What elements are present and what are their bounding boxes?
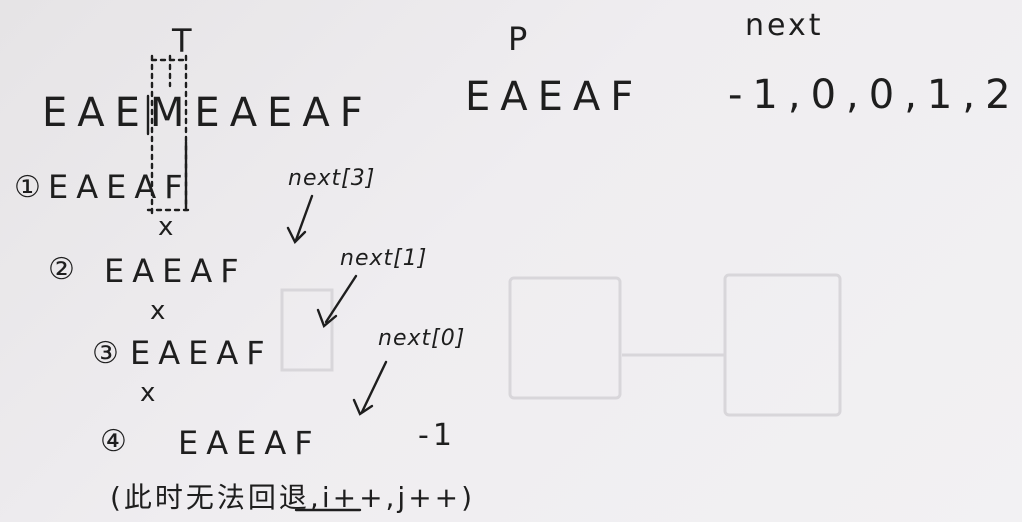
step-1-marker: ① xyxy=(14,170,45,205)
step-2-marker: ② xyxy=(48,252,79,287)
text-string-label: T xyxy=(172,22,200,60)
pattern-label: P xyxy=(508,20,536,58)
step-1-arrow-shaft xyxy=(294,194,314,242)
alignment-dashed-box xyxy=(146,54,190,216)
step-4-marker: ④ xyxy=(100,424,131,459)
faint-box-right xyxy=(723,273,842,417)
step-3-pointer: next[0] xyxy=(378,326,466,351)
faint-box-left xyxy=(508,276,622,400)
step-3-arrow-head xyxy=(352,398,374,416)
step-3-arrow-shaft xyxy=(360,360,388,414)
step-2-arrow-head xyxy=(316,308,338,329)
step-1-mismatch: x xyxy=(158,212,178,242)
explanation-note: (此时无法回退,i++,j++) xyxy=(110,481,476,514)
step-1-pointer: next[3] xyxy=(288,166,376,191)
step-1-arrow-head xyxy=(286,226,307,245)
step-2-pointer: next[1] xyxy=(340,246,428,271)
step-3-pattern: EAEAF xyxy=(130,334,273,372)
faint-box-small xyxy=(280,288,334,372)
step-1-pattern: EAEAF xyxy=(48,168,191,206)
main-text-string: EAEMEAEAF xyxy=(42,90,373,136)
next-array-label: next xyxy=(745,8,824,43)
step-4-pointer: -1 xyxy=(418,418,456,453)
pattern-string: EAEAF xyxy=(465,74,644,120)
step-2-pattern: EAEAF xyxy=(104,252,247,290)
step-2-arrow-shaft xyxy=(324,274,358,324)
next-array-values: -1,0,0,1,2 xyxy=(728,72,1021,118)
step-3-mismatch: x xyxy=(140,378,160,408)
step-3-marker: ③ xyxy=(92,336,123,371)
step-2-mismatch: x xyxy=(150,296,170,326)
step-4-pattern: EAEAF xyxy=(178,424,321,462)
